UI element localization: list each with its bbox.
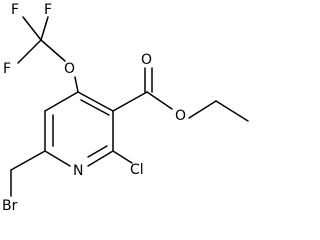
bond-ring-c5-c4: [44, 91, 79, 112]
atom-label-o-ether: O: [64, 61, 75, 77]
bond-ring-c3-carbonyl: [112, 91, 148, 112]
atom-label-o-carbonyl: O: [141, 52, 152, 68]
bond-o-ester-ch2: [188, 100, 217, 119]
bond-o-ether-ring: [74, 76, 79, 93]
bond-ring-c4-c3-inner: [80, 99, 110, 116]
bond-c6-ch2: [10, 150, 46, 171]
atom-label-br: Br: [2, 198, 18, 214]
bond-c-f1: [22, 16, 42, 41]
atom-label-f1: F: [11, 2, 19, 18]
bond-ring-n-c6: [44, 150, 71, 167]
bond-c-f2: [40, 16, 49, 41]
atom-label-n-ring: N: [73, 163, 83, 179]
bond-ch2-ch3: [215, 100, 249, 122]
bond-ring-c4-c3: [77, 91, 114, 112]
bond-ring-c2-n: [87, 150, 114, 167]
bond-c-o-ether: [40, 39, 66, 62]
atom-label-cl: Cl: [130, 162, 144, 178]
bond-ring-c2-n-inner: [87, 145, 108, 158]
atom-label-f2: F: [44, 2, 52, 18]
bond-c2-cl: [112, 150, 133, 164]
atom-label-f3: F: [3, 61, 11, 77]
chemical-structure: F F F O O O N Cl Br: [2, 2, 249, 214]
bond-c-f3: [17, 39, 42, 64]
structure-canvas: F F F O O O N Cl Br: [2, 2, 249, 214]
bond-carbonyl-o-ester: [146, 91, 173, 110]
atom-label-o-ester: O: [175, 108, 186, 124]
